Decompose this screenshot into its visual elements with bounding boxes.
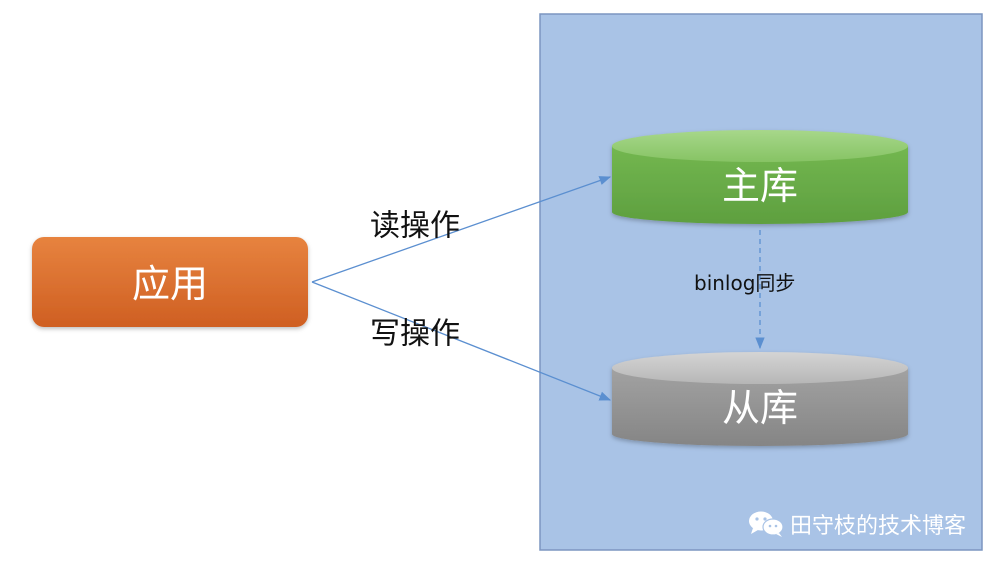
- wechat-icon: [748, 511, 784, 537]
- watermark: 田守枝的技术博客: [748, 508, 966, 540]
- watermark-text: 田守枝的技术博客: [789, 514, 966, 539]
- slave-database-label: 从库: [722, 386, 798, 430]
- database-cluster-region: [539, 13, 983, 551]
- write-operation-label: 写操作: [370, 317, 460, 352]
- write-operation-arrow: [311, 281, 612, 401]
- read-operation-label: 读操作: [370, 209, 460, 244]
- binlog-sync-label: binlog同步: [694, 271, 795, 295]
- read-operation-arrow: [311, 176, 612, 283]
- app-node: [32, 237, 308, 327]
- master-database-label: 主库: [722, 164, 798, 208]
- master-database-node: [612, 130, 908, 224]
- slave-database-node: [612, 352, 908, 446]
- app-node-label: 应用: [132, 262, 208, 306]
